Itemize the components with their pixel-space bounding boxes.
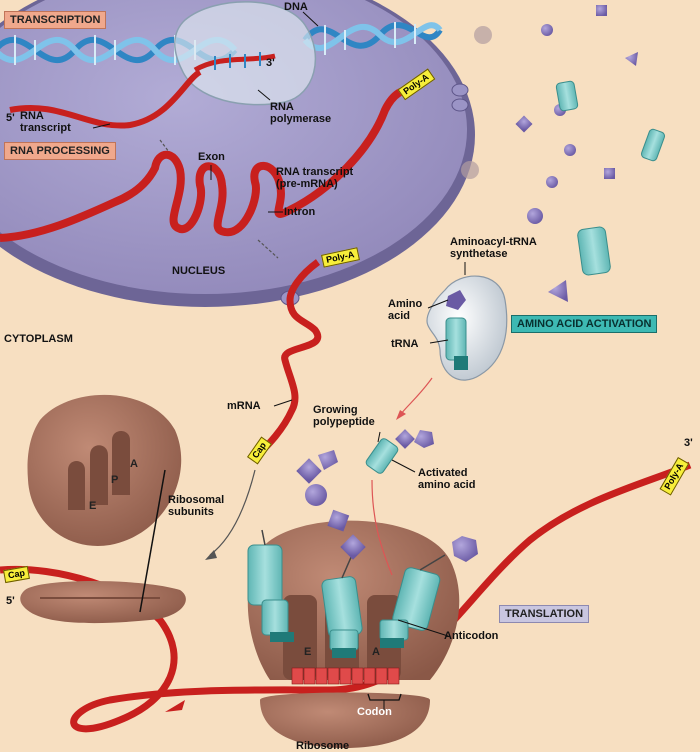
free-amino-acids <box>461 5 638 302</box>
free-trnas <box>555 80 666 276</box>
translation-box: TRANSLATION <box>499 605 590 623</box>
trna-molecules <box>247 529 446 658</box>
rna-processing-box: RNA PROCESSING <box>4 142 116 160</box>
codon-label: Codon <box>357 706 392 718</box>
rna-polymerase-label: RNA polymerase <box>270 101 332 125</box>
aminoacyl-trna-synthetase <box>426 275 508 381</box>
ribosome-site-e: E <box>304 646 312 658</box>
translated-mrna <box>0 461 692 733</box>
subunit-site-e: E <box>89 500 97 512</box>
subunit-site-a: A <box>130 458 138 470</box>
activated-amino-acid <box>365 429 434 474</box>
trna-label: tRNA <box>391 338 419 350</box>
rna-polymerase <box>174 1 317 106</box>
rna-transcript-strand <box>9 69 202 129</box>
ribosome-label: Ribosome <box>296 740 350 752</box>
activation-arrow <box>399 377 433 416</box>
aminoacyl-trna-synthetase-label: Aminoacyl-tRNA synthetase <box>450 236 537 260</box>
ribosome-site-a: A <box>372 646 380 658</box>
three-prime-right-label: 3' <box>684 437 693 449</box>
subunit-site-p: P <box>111 474 119 486</box>
arrow-to-ribosome <box>209 469 256 556</box>
leader-lines <box>92 11 466 712</box>
dna-label: DNA <box>284 1 308 13</box>
amino-acid-label: Amino acid <box>388 298 423 322</box>
transcription-box: TRANSCRIPTION <box>4 11 107 29</box>
growing-polypeptide-chain <box>296 450 478 562</box>
growing-polypeptide-label: Growing polypeptide <box>313 404 375 428</box>
ribosome-direction-arrow <box>165 700 185 712</box>
cytoplasm-label: CYTOPLASM <box>4 333 73 345</box>
rna-transcript-label: RNA transcript <box>20 110 71 134</box>
intron-label: Intron <box>284 206 316 218</box>
amino-acid-activation-box: AMINO ACID ACTIVATION <box>511 315 658 333</box>
nucleus <box>0 0 475 307</box>
activated-amino-acid-label: Activated amino acid <box>418 467 476 491</box>
pre-mrna <box>0 84 416 242</box>
nucleus-label: NUCLEUS <box>172 265 226 277</box>
five-prime-lower-left-label: 5' <box>6 595 15 607</box>
exon-label: Exon <box>198 151 225 163</box>
ribosomal-subunit-pointer <box>139 469 166 613</box>
five-prime-left-label: 5' <box>6 112 15 124</box>
anticodon-label: Anticodon <box>444 630 499 642</box>
dashed-arrow-export <box>257 239 279 259</box>
ribosomal-subunits-label: Ribosomal subunits <box>168 494 225 518</box>
mrna-label: mRNA <box>227 400 261 412</box>
three-prime-top-label: 3' <box>266 57 275 69</box>
pre-mrna-label: RNA transcript (pre-mRNA) <box>276 166 354 190</box>
mrna-strand <box>255 259 322 458</box>
ribosomal-subunits <box>20 394 186 624</box>
delivery-arrow <box>371 479 393 576</box>
